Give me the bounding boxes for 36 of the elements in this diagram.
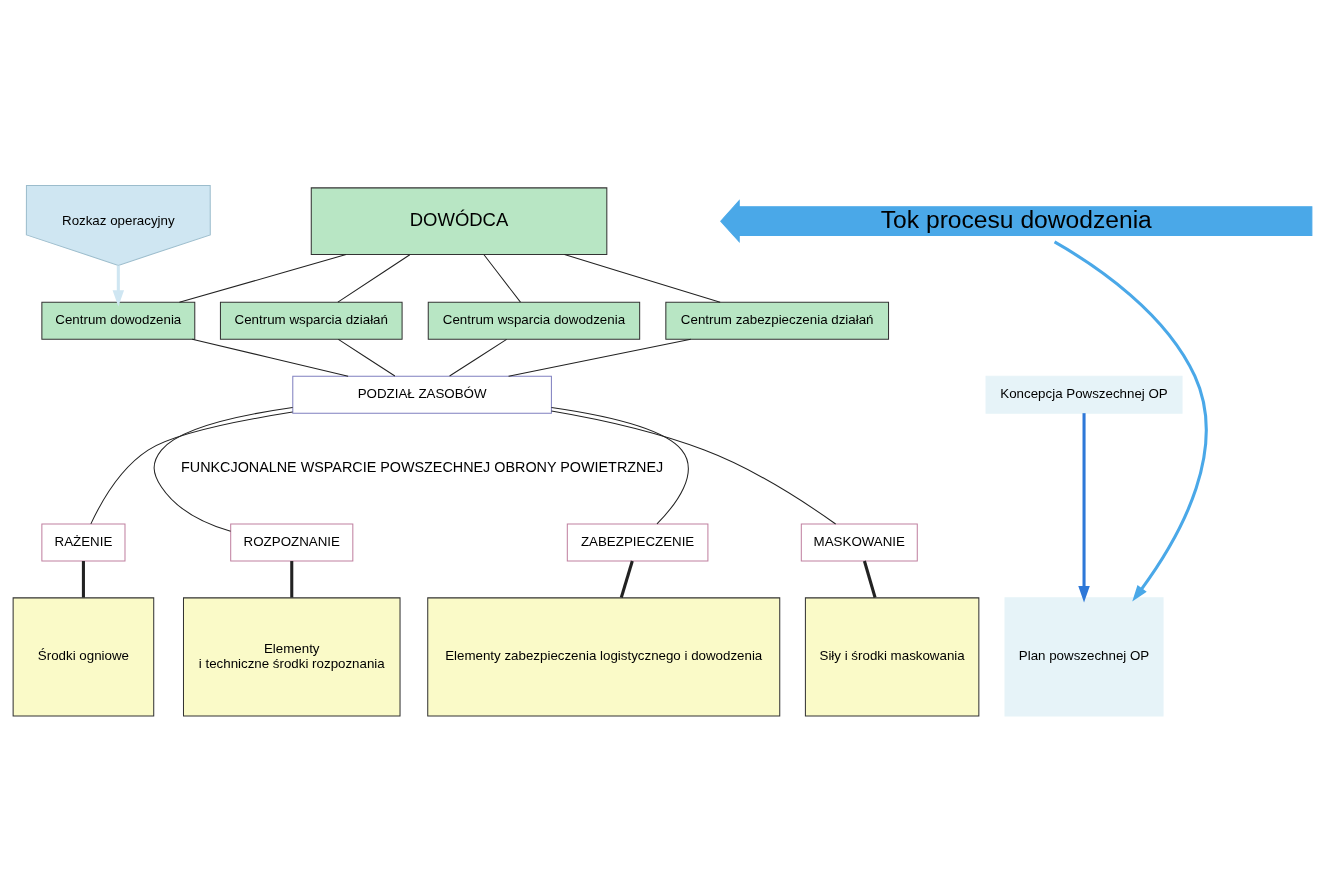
arrow — [1078, 413, 1090, 603]
node-box: PODZIAŁ ZASOBÓW — [292, 375, 552, 414]
connector — [564, 254, 721, 303]
connector — [550, 407, 689, 525]
node-box: ROZPOZNANIE — [230, 523, 354, 562]
label: FUNKCJONALNE WSPARCIE POWSZECHNEJ OBRONY POWIETRZNEJ — [181, 459, 664, 476]
node-box: Centrum wsparcia dowodzenia — [427, 301, 641, 340]
connector — [619, 560, 634, 598]
connector — [483, 254, 521, 303]
node-box: Centrum dowodzenia — [41, 301, 196, 340]
node-box: MASKOWANIE — [800, 523, 918, 562]
connector — [81, 561, 85, 598]
connector — [508, 338, 692, 377]
connector — [449, 338, 508, 377]
connector — [290, 561, 294, 598]
connector — [191, 338, 349, 377]
arrow — [112, 265, 125, 307]
node-box: DOWÓDCA — [310, 187, 608, 256]
connector — [337, 338, 396, 377]
node-box: Elementy zabezpieczenia logistycznego i dowodzenia — [427, 597, 781, 717]
arrow — [1053, 240, 1208, 602]
node-box: Plan powszechnej OP — [1004, 597, 1164, 717]
node-box: Środki ogniowe — [12, 597, 155, 717]
node-box: Koncepcja Powszechnej OP — [985, 375, 1183, 414]
node-box: Centrum wsparcia działań — [219, 301, 403, 340]
node-box: ZABEZPIECZENIE — [566, 523, 709, 562]
node-box: Siły i środki maskowania — [804, 597, 980, 717]
connector — [337, 254, 411, 303]
node-box: RAŻENIE — [41, 523, 126, 562]
connector — [862, 560, 877, 598]
connector — [153, 406, 294, 532]
connector — [550, 410, 837, 525]
connector — [90, 411, 294, 525]
connector — [178, 254, 347, 303]
node-box: Elementy i techniczne środki rozpoznania — [182, 597, 401, 717]
node-box: Centrum zabezpieczenia działań — [665, 301, 890, 340]
